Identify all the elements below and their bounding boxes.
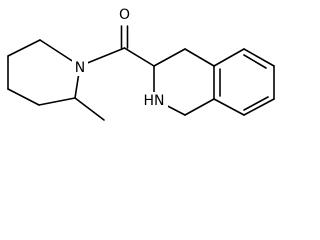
aromatic-inner-bond-c7-c8 — [243, 96, 269, 111]
piperidine-nitrogen-label-mask — [72, 58, 88, 76]
methylpiperidine-ring — [7, 39, 105, 121]
bond-c3-to-c4 — [153, 48, 186, 67]
bond-carbonyl-to-c3 — [123, 47, 155, 67]
bond-c4a-to-c5 — [213, 48, 245, 67]
bond-c2-to-c3 — [38, 97, 76, 106]
bond-c2-to-methyl — [74, 97, 105, 121]
carbonyl-group — [79, 25, 155, 67]
bond-c8-to-c8a — [213, 98, 245, 116]
oxygen-label-mask — [116, 4, 133, 24]
oxygen-atom-label: O — [119, 7, 130, 23]
piperidine-nitrogen-label: N — [75, 60, 85, 76]
bond-c5-to-c6 — [7, 39, 41, 57]
ring-nh-label: HN — [144, 93, 165, 109]
ring-nh-label-mask — [140, 92, 168, 110]
chemical-structure: O N HN — [7, 4, 275, 121]
bond-c3-to-c4 — [7, 88, 40, 106]
bond-c8a-to-c1 — [184, 98, 215, 116]
bond-c7-to-c8 — [243, 98, 275, 116]
aromatic-inner-bond-c5-c6 — [243, 54, 267, 69]
bond-c5-to-c6 — [243, 48, 275, 67]
bond-c4-to-c4a — [184, 48, 215, 67]
benzene-ring — [213, 48, 275, 116]
